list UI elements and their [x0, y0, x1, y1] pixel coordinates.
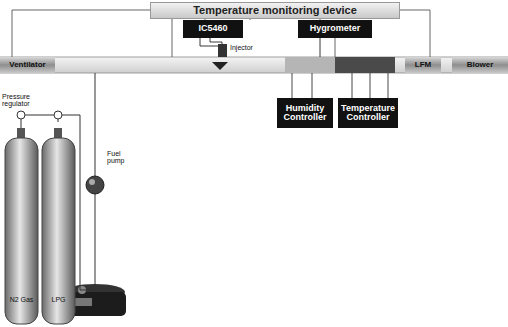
part-label: Injector — [230, 44, 270, 51]
gas-label: N2 Gas — [7, 296, 36, 303]
flow-meter-block: LFM — [405, 57, 441, 73]
node-text: IC5460 — [198, 24, 227, 33]
humidity-chamber — [285, 57, 335, 73]
node-text: LFM — [415, 61, 431, 69]
pressure-regulators — [17, 111, 62, 138]
heating-chamber — [335, 57, 395, 73]
analyzer-box: IC5460 — [183, 20, 243, 38]
duct — [0, 57, 508, 73]
hygrometer-box: Hygrometer — [298, 20, 372, 38]
controller-box: Temperature Controller — [338, 98, 398, 128]
fuel-line — [86, 73, 104, 290]
gas-label: LPG — [44, 296, 73, 303]
blower-block: Blower — [452, 57, 508, 73]
ventilator-block: Ventilator — [0, 57, 55, 73]
node-text: Humidity Controller — [280, 104, 330, 123]
node-text: Temperature Controller — [341, 104, 395, 123]
node-text: Hygrometer — [310, 24, 361, 33]
node-text: Ventilator — [9, 61, 45, 69]
gas-cylinders — [5, 138, 75, 324]
part-label: Fuel pump — [106, 150, 130, 165]
injector-symbol — [212, 44, 228, 70]
controller-wires — [292, 73, 388, 98]
part-label: Pressure regulator — [2, 93, 44, 108]
node-text: Temperature monitoring device — [193, 5, 357, 17]
node-text: Blower — [467, 61, 494, 69]
controller-box: Humidity Controller — [277, 98, 333, 128]
monitor-box: Temperature monitoring device — [150, 2, 400, 19]
